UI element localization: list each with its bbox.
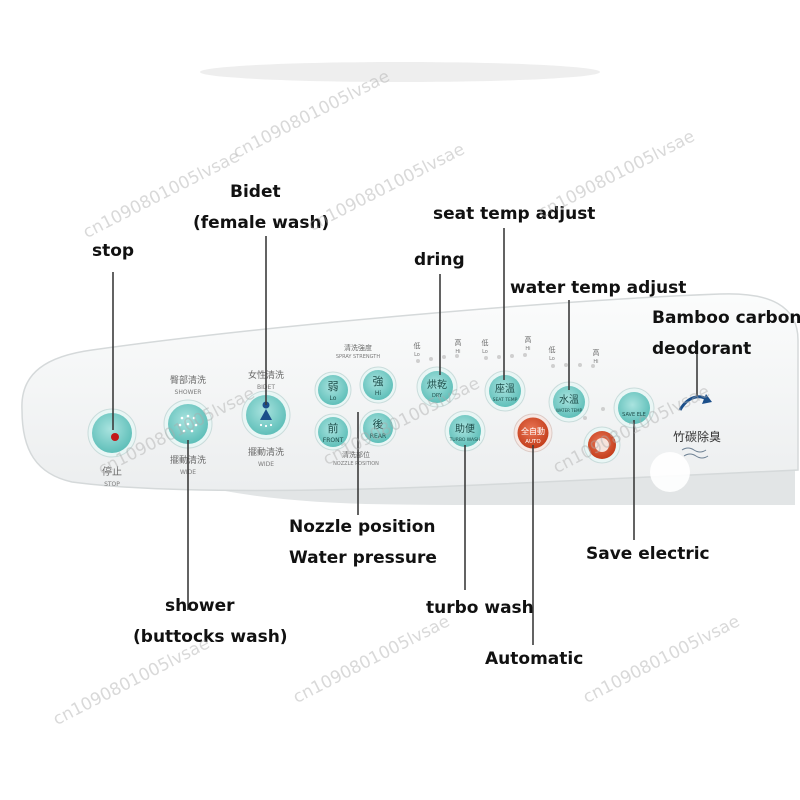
label-bidet-sub: (female wash) bbox=[193, 213, 330, 233]
indicator-light-left bbox=[583, 416, 587, 420]
water-temp-level-indicator: 高 低 Lo 高 Hi bbox=[549, 345, 600, 368]
dry-low-cn: 低 bbox=[414, 341, 421, 350]
bidet-wide-en-label: WIDE bbox=[258, 461, 274, 468]
save-en-label: SAVE ELE bbox=[622, 412, 646, 418]
rear-cn-label: 後 bbox=[373, 417, 384, 431]
label-bamboo-sub: deodorant bbox=[652, 339, 752, 359]
turbo-en-label: TURBO WASH bbox=[449, 437, 481, 443]
seat-temp-button[interactable] bbox=[484, 370, 526, 412]
dry-level-indicator: 低 Lo 高 Hi bbox=[414, 338, 462, 363]
weak-en-label: Lo bbox=[330, 395, 337, 402]
shower-cn-label: 臀部清洗 bbox=[170, 374, 206, 386]
front-en-label: FRONT bbox=[323, 437, 344, 444]
stop-indicator-icon bbox=[111, 433, 119, 441]
label-auto: Automatic bbox=[485, 649, 584, 669]
seat-cn-label: 座溫 bbox=[495, 382, 515, 395]
turbo-wash-button[interactable] bbox=[444, 410, 486, 452]
dry-high-cn: 高 bbox=[455, 338, 462, 347]
rear-position-button[interactable] bbox=[359, 409, 397, 447]
stop-en-label: STOP bbox=[104, 481, 120, 488]
seat-high-cn: 高 bbox=[525, 335, 532, 344]
seat-temp-level-indicator: 低 Lo 高 Hi bbox=[482, 335, 532, 360]
auto-cn-label: 全自動 bbox=[521, 426, 545, 436]
dry-low-en: Lo bbox=[414, 352, 420, 358]
strong-pressure-button[interactable] bbox=[359, 366, 397, 404]
strong-en-label: Hi bbox=[375, 390, 382, 397]
deodorant-waves-icon bbox=[681, 447, 709, 459]
weak-cn-label: 弱 bbox=[328, 380, 339, 393]
bidet-wide-cn-label: 擺動清洗 bbox=[248, 446, 284, 458]
label-nozzle: Nozzle position bbox=[289, 517, 436, 537]
strong-cn-label: 強 bbox=[373, 375, 384, 388]
position-en-label: NOZZLE POSITION bbox=[333, 461, 379, 467]
water-low-cn: 低 bbox=[549, 345, 556, 354]
deodorant-cn-label: 竹碳除臭 bbox=[673, 429, 721, 444]
water-high-en: Hi bbox=[593, 359, 598, 365]
leader-lines bbox=[112, 228, 698, 645]
weak-pressure-button[interactable] bbox=[314, 371, 352, 409]
deodorant-logo: 竹碳除臭 bbox=[673, 394, 721, 459]
front-cn-label: 前 bbox=[328, 421, 339, 435]
label-shower-sub: (buttocks wash) bbox=[133, 627, 288, 647]
label-pressure: Water pressure bbox=[289, 548, 437, 568]
label-turbo: turbo wash bbox=[426, 598, 534, 618]
label-bidet: Bidet bbox=[230, 182, 281, 202]
shower-spray-icon bbox=[178, 414, 198, 433]
dry-high-en: Hi bbox=[455, 349, 460, 355]
save-electric-button[interactable] bbox=[613, 387, 655, 429]
label-seat-temp: seat temp adjust bbox=[433, 204, 596, 224]
dry-cn-label: 烘乾 bbox=[427, 378, 447, 391]
glare-highlight bbox=[650, 452, 690, 492]
position-cn-label: 清洗部位 bbox=[342, 450, 370, 459]
bidet-button[interactable] bbox=[241, 390, 291, 440]
seat-high-en: Hi bbox=[525, 346, 530, 352]
turbo-cn-label: 助便 bbox=[455, 422, 475, 435]
pressure-en-label: SPRAY STRENGTH bbox=[336, 354, 380, 360]
seat-low-cn: 低 bbox=[482, 338, 489, 347]
auto-en-label: AUTO bbox=[525, 439, 541, 445]
pressure-cn-label: 清洗強度 bbox=[344, 343, 372, 352]
water-en-label: WATER TEMP bbox=[556, 408, 583, 413]
water-low-en: Lo bbox=[549, 356, 555, 362]
label-water-temp: water temp adjust bbox=[510, 278, 687, 298]
shower-button[interactable] bbox=[163, 399, 213, 449]
stop-cn-label: 停止 bbox=[102, 465, 122, 478]
label-stop: stop bbox=[92, 241, 135, 261]
label-bamboo: Bamboo carbon bbox=[652, 308, 800, 328]
label-shower: shower bbox=[165, 596, 235, 616]
auto-button[interactable] bbox=[513, 413, 553, 453]
power-button[interactable] bbox=[583, 426, 621, 464]
label-save: Save electric bbox=[586, 544, 710, 564]
seat-low-en: Lo bbox=[482, 349, 488, 355]
dry-button[interactable] bbox=[416, 366, 458, 408]
shower-en-label: SHOWER bbox=[175, 389, 202, 396]
seat-en-label: SEAT TEMP bbox=[493, 397, 518, 403]
rear-en-label: REAR bbox=[370, 433, 386, 440]
indicator-light-right bbox=[601, 407, 605, 411]
water-cn-label: 水溫 bbox=[559, 394, 579, 406]
water-high-cn: 高 bbox=[593, 348, 600, 357]
dry-en-label: DRY bbox=[432, 393, 443, 399]
front-position-button[interactable] bbox=[314, 413, 352, 451]
label-dring: dring bbox=[414, 250, 465, 270]
stop-button[interactable] bbox=[87, 408, 137, 458]
top-shadow bbox=[200, 62, 600, 82]
